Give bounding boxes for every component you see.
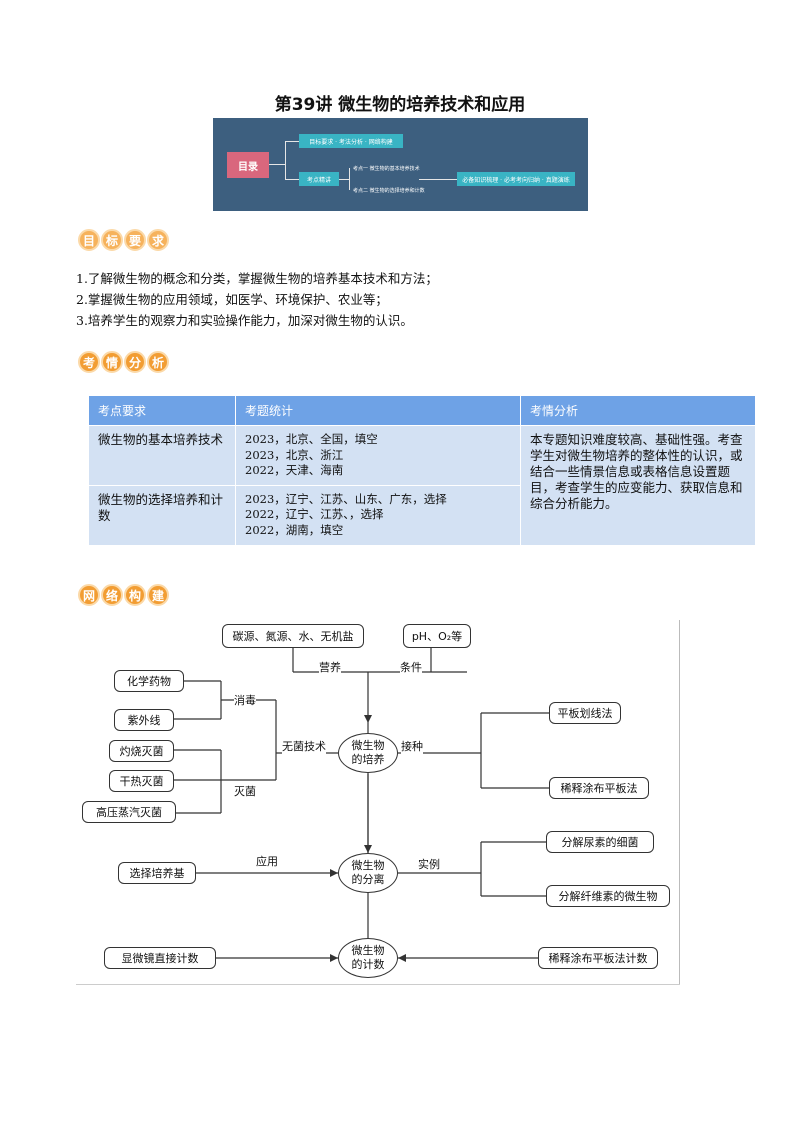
table-header: 考情分析 [520,395,756,426]
toc-point-2: 考点二 微生物的选择培养和计数 [353,188,425,194]
nutrition-label: 营养 [319,659,341,675]
table-header: 考题统计 [235,395,521,426]
toc-overview-box: 目标要求 · 考法分析 · 网络构建 [299,134,403,148]
spread-count-box: 稀释涂布平板法计数 [538,947,658,969]
disinfect-label: 消毒 [234,692,256,708]
goals-heading: 目 标 要 求 [78,227,170,253]
goal-item: 3.培养学生的观察力和实验操作能力，加深对微生物的认识。 [76,313,413,328]
page-title: 第39讲 微生物的培养技术和应用 [274,95,526,115]
nutrient-box: 碳源、氮源、水、无机盐 [222,624,364,648]
table-row: 微生物的选择培养和计数 2023，辽宁、江苏、山东、广东，选择 2022，辽宁、… [88,484,756,546]
condition-box: pH、O₂等 [403,624,471,648]
cellulose-microbe-box: 分解纤维素的微生物 [546,885,670,907]
table-analysis-cell: 本专题知识难度较高、基础性强。考查学生对微生物培养的整体性的认识，或结合一些情景… [520,425,756,546]
aseptic-label: 无菌技术 [282,738,326,754]
count-node: 微生物 的计数 [338,938,398,978]
separation-node: 微生物 的分离 [338,853,398,893]
streak-plate-box: 平板划线法 [549,702,621,724]
spread-plate-box: 稀释涂布平板法 [549,777,649,799]
table-header-row: 考点要求 考题统计 考情分析 [88,395,756,426]
table-cell: 2023，北京、全国，填空 2023，北京、浙江 2022，天津、海南 [235,425,521,486]
analysis-heading: 考 情 分 析 [78,349,170,375]
microscope-count-box: 显微镜直接计数 [104,947,216,969]
toc-main-box: 目录 [227,152,269,178]
selective-medium-box: 选择培养基 [118,862,196,884]
toc-focus-box: 考点精讲 [299,172,339,186]
exam-analysis-table: 考点要求 考题统计 考情分析 微生物的基本培养技术 2023，北京、全国，填空 … [88,395,756,546]
inoculate-label: 接种 [401,738,423,754]
goals-list: 1.了解微生物的概念和分类，掌握微生物的培养基本技术和方法； 2.掌握微生物的应… [76,268,438,331]
toc-knowledge-box: 必备知识梳理 · 必考考向归纳 · 真题演练 [457,172,575,186]
chemical-drug-box: 化学药物 [114,670,184,692]
burn-sterilize-box: 灼烧灭菌 [109,740,174,762]
urea-bacteria-box: 分解尿素的细菌 [546,831,654,853]
sterilize-label: 灭菌 [234,783,256,799]
table-cell: 2023，辽宁、江苏、山东、广东，选择 2022，辽宁、江苏、，选择 2022，… [235,484,521,546]
table-header: 考点要求 [88,395,236,426]
table-cell: 微生物的选择培养和计数 [88,484,236,546]
condition-label: 条件 [400,659,422,675]
steam-sterilize-box: 高压蒸汽灭菌 [82,801,176,823]
culture-node: 微生物 的培养 [338,733,398,773]
table-row: 微生物的基本培养技术 2023，北京、全国，填空 2023，北京、浙江 2022… [88,425,756,546]
concept-map: 碳源、氮源、水、无机盐 pH、O₂等 营养 条件 化学药物 紫外线 灼烧灭菌 干… [76,620,680,985]
table-cell: 微生物的基本培养技术 [88,425,236,486]
goal-item: 1.了解微生物的概念和分类，掌握微生物的培养基本技术和方法； [76,271,438,286]
uv-box: 紫外线 [114,709,174,731]
network-heading: 网 络 构 建 [78,582,170,608]
goal-item: 2.掌握微生物的应用领域，如医学、环境保护、农业等； [76,292,388,307]
toc-banner: 目录 目标要求 · 考法分析 · 网络构建 考点精讲 考点一 微生物的基本培养技… [213,118,588,211]
toc-point-1: 考点一 微生物的基本培养技术 [353,166,420,172]
apply-label: 应用 [256,853,278,869]
example-label: 实例 [418,856,440,872]
concept-map-lines [174,648,549,962]
dry-heat-box: 干热灭菌 [109,770,174,792]
